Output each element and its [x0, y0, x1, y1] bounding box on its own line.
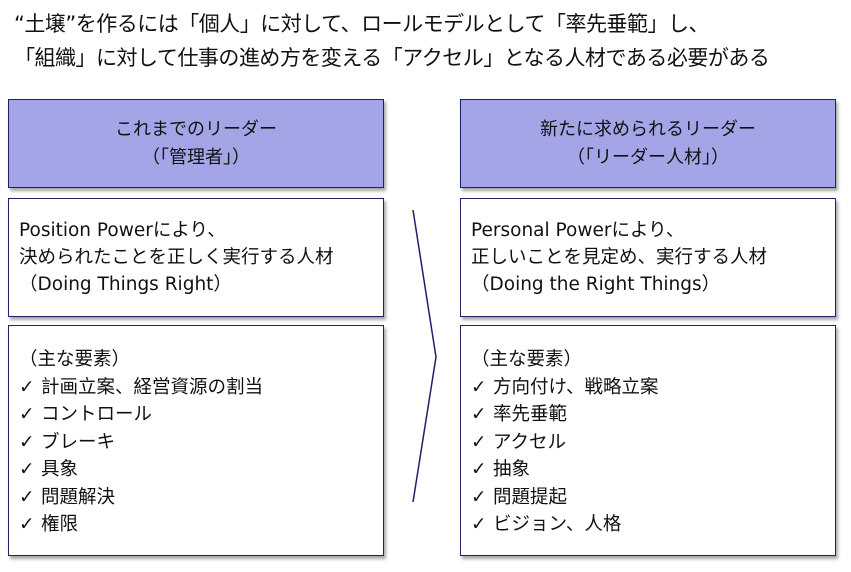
list-item: ブレーキ — [19, 429, 383, 457]
list-item: 具象 — [19, 456, 383, 484]
list-item: アクセル — [471, 429, 835, 457]
chevron-arrow-icon — [412, 209, 437, 503]
left-header-subtitle: （「管理者」） — [142, 146, 250, 168]
left-header: これまでのリーダー （「管理者」） — [8, 99, 384, 188]
list-item: コントロール — [19, 401, 383, 429]
left-desc-line1: Position Powerにより、 — [19, 220, 226, 241]
right-list-title: （主な要素） — [471, 349, 583, 370]
left-elements: （主な要素） 計画立案、経営資源の割当 コントロール ブレーキ 具象 問題解決 … — [8, 325, 384, 556]
left-description: Position Powerにより、 決められたことを正しく実行する人材 （Do… — [8, 198, 384, 317]
right-desc-line1: Personal Powerにより、 — [471, 220, 685, 241]
list-item: 問題解決 — [19, 484, 383, 512]
left-desc-line2: 決められたことを正しく実行する人材 — [19, 247, 334, 268]
right-header-title: 新たに求められるリーダー — [540, 118, 756, 140]
list-item: 率先垂範 — [471, 401, 835, 429]
left-list-title: （主な要素） — [19, 349, 131, 370]
left-desc-line3: （Doing Things Right） — [19, 274, 232, 295]
right-header-subtitle: （「リーダー人材」） — [567, 146, 729, 168]
right-desc-line2: 正しいことを見定め、実行する人材 — [471, 247, 768, 268]
slide-title-line2: 「組織」に対して仕事の進め方を変える「アクセル」となる人材である必要がある — [14, 46, 770, 70]
right-header: 新たに求められるリーダー （「リーダー人材」） — [460, 99, 836, 188]
list-item: ビジョン、人格 — [471, 511, 835, 539]
right-elements: （主な要素） 方向付け、戦略立案 率先垂範 アクセル 抽象 問題提起 ビジョン、… — [460, 325, 836, 556]
right-desc-line3: （Doing the Right Things） — [471, 274, 721, 295]
list-item: 権限 — [19, 511, 383, 539]
list-item: 抽象 — [471, 456, 835, 484]
slide-title-line1: “土壌”を作るには「個人」に対して、ロールモデルとして「率先垂範」し、 — [14, 12, 709, 36]
left-header-title: これまでのリーダー — [115, 118, 277, 140]
right-description: Personal Powerにより、 正しいことを見定め、実行する人材 （Doi… — [460, 198, 836, 317]
list-item: 問題提起 — [471, 484, 835, 512]
list-item: 方向付け、戦略立案 — [471, 374, 835, 402]
list-item: 計画立案、経営資源の割当 — [19, 374, 383, 402]
